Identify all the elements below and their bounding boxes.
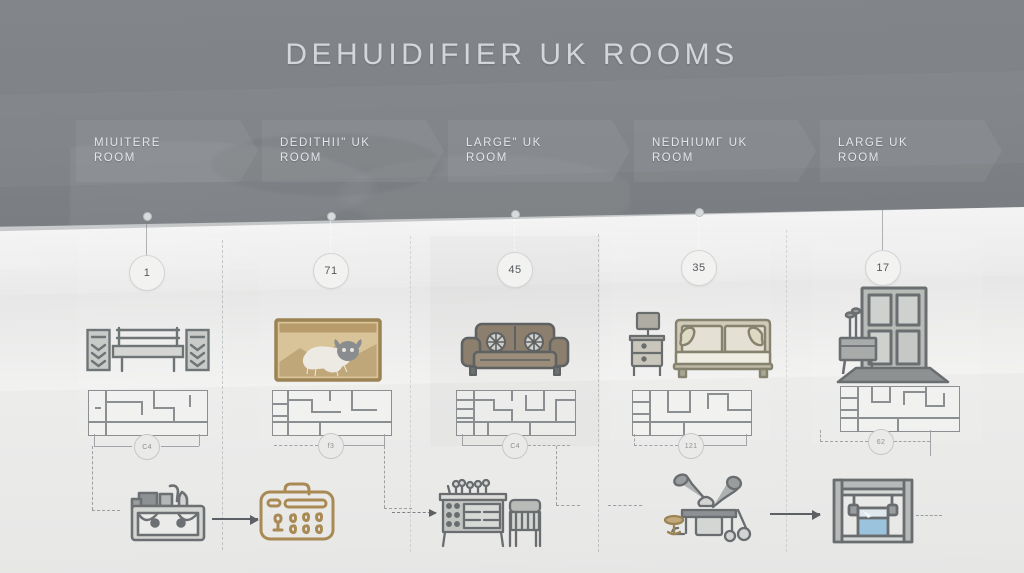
floorplan-2-rail-right	[344, 445, 384, 446]
elbow-mid-2	[556, 446, 557, 505]
floorplan-3-label-text: C4	[510, 442, 520, 450]
icon-workshop-machinery	[656, 473, 768, 546]
floorplan-2-label[interactable]: f3	[318, 433, 344, 459]
banner-step-2-line1: DEDITHII" UK	[280, 137, 371, 149]
floorplan-1-label[interactable]: C4	[134, 434, 160, 460]
floorplan-4-rail-right	[704, 445, 746, 446]
bottom-feed-line-1	[92, 510, 120, 511]
floorplan-1-bracket-left	[94, 434, 95, 446]
floorplan-1	[88, 390, 208, 436]
floorplan-5	[840, 386, 960, 432]
floorplan-1-label-text: C4	[142, 443, 152, 451]
banner-step-3[interactable]: LARGE" UK ROOM	[448, 120, 630, 182]
elbow-mid	[384, 446, 385, 508]
illustration-brown-loveseat	[460, 320, 570, 380]
marker-circle-4[interactable]: 35	[681, 250, 717, 286]
illustration-nightstand-and-cream-sofa	[626, 311, 774, 384]
illustration-framed-ram-picture	[274, 318, 382, 382]
floorplan-3-label[interactable]: C4	[502, 433, 528, 459]
stem-5	[882, 200, 883, 250]
banner-step-5-line2: ROOM	[838, 152, 880, 164]
stem-node-4	[695, 208, 704, 217]
bottom-arrow-3	[770, 510, 821, 520]
floorplan-2	[272, 390, 392, 436]
marker-label-2: 71	[324, 265, 338, 277]
bottom-feed-line-5	[916, 515, 942, 516]
marker-circle-1[interactable]: 1	[129, 255, 165, 291]
floorplan-2-bracket-right	[384, 434, 385, 446]
column-rule-3	[598, 234, 599, 552]
floorplan-5-label[interactable]: 62	[868, 429, 894, 455]
icon-sideboard-and-chair	[438, 478, 548, 550]
column-rule-1	[222, 240, 223, 550]
marker-circle-5[interactable]: 17	[865, 250, 901, 286]
floorplan-2-rail-left	[274, 445, 318, 446]
background-ghost-shapes	[70, 82, 630, 232]
stem-1	[146, 216, 147, 258]
marker-label-5: 17	[876, 262, 890, 274]
stem-2	[330, 216, 331, 258]
marker-label-3: 45	[508, 264, 522, 276]
bottom-arrow-2	[392, 508, 437, 517]
banner-step-3-line1: LARGE" UK	[466, 137, 542, 149]
floorplan-3-rail-right	[528, 445, 570, 446]
banner-step-1-line2: ROOM	[94, 152, 136, 164]
marker-circle-2[interactable]: 71	[313, 253, 349, 289]
floorplan-4	[632, 390, 752, 436]
icon-tool-caddy	[130, 482, 206, 544]
floorplan-3-rail-left	[462, 445, 502, 446]
glass-sheen-left	[0, 226, 420, 270]
floorplan-2-label-text: f3	[327, 442, 335, 450]
banner-step-4[interactable]: NEDHIUMΓ UK ROOM	[634, 120, 816, 182]
floorplan-5-label-text: 62	[876, 438, 886, 446]
page-title: DEHUIDIFIER UK ROOMS	[285, 38, 739, 71]
stem-node-3	[511, 210, 520, 219]
marker-label-4: 35	[692, 262, 706, 274]
icon-tool-case	[258, 480, 336, 542]
marker-circle-3[interactable]: 45	[497, 252, 533, 288]
floorplan-5-rail-right	[894, 441, 930, 442]
floorplan-5-bracket-left	[820, 430, 821, 442]
stem-node-1	[143, 212, 152, 221]
bottom-feed-line-4	[608, 505, 642, 506]
floorplan-4-rail-left	[634, 445, 678, 446]
marker-label-1: 1	[143, 267, 151, 279]
column-rule-4	[786, 230, 787, 552]
banner-step-2[interactable]: DEDITHII" UK ROOM	[262, 120, 444, 182]
banner-step-1-line1: MIUITERE	[94, 137, 161, 149]
banner-step-5-line1: LARGE UK	[838, 137, 909, 149]
stem-4	[698, 212, 699, 254]
illustration-bench-with-shutters	[86, 326, 210, 382]
floorplan-3	[456, 390, 576, 436]
process-banner: MIUITERE ROOM DEDITHII" UK ROOM LARGE" U…	[76, 120, 1006, 182]
stem-node-2	[327, 212, 336, 221]
column-rule-2	[410, 236, 411, 552]
bottom-feed-line-3	[556, 505, 580, 506]
floorplan-3-bracket-left	[462, 434, 463, 446]
banner-step-1[interactable]: MIUITERE ROOM	[76, 120, 258, 182]
floorplan-5-bracket-right	[930, 430, 931, 456]
icon-water-tank-machine	[832, 478, 914, 546]
bottom-feed-line-2	[384, 508, 412, 509]
banner-step-5[interactable]: LARGE UK ROOM	[820, 120, 1002, 182]
floorplan-1-rail-left	[94, 446, 132, 447]
stem-3	[514, 214, 515, 256]
floorplan-4-label[interactable]: 121	[678, 433, 704, 459]
floorplan-5-rail-left	[820, 441, 868, 442]
banner-step-2-line2: ROOM	[280, 152, 322, 164]
bottom-arrow-1	[212, 515, 259, 525]
floorplan-1-bracket-right	[199, 434, 200, 446]
floorplan-4-label-text: 121	[684, 442, 698, 450]
floorplan-4-bracket-left	[634, 434, 635, 446]
banner-step-4-line1: NEDHIUMΓ UK	[652, 137, 748, 149]
banner-step-4-line2: ROOM	[652, 152, 694, 164]
glass-sheen-right	[600, 232, 1024, 272]
elbow-left	[92, 446, 93, 510]
illustration-doorway-with-furniture	[826, 286, 950, 386]
floorplan-1-rail-right	[161, 446, 199, 447]
floorplan-4-bracket-right	[746, 434, 747, 446]
banner-step-3-line2: ROOM	[466, 152, 508, 164]
